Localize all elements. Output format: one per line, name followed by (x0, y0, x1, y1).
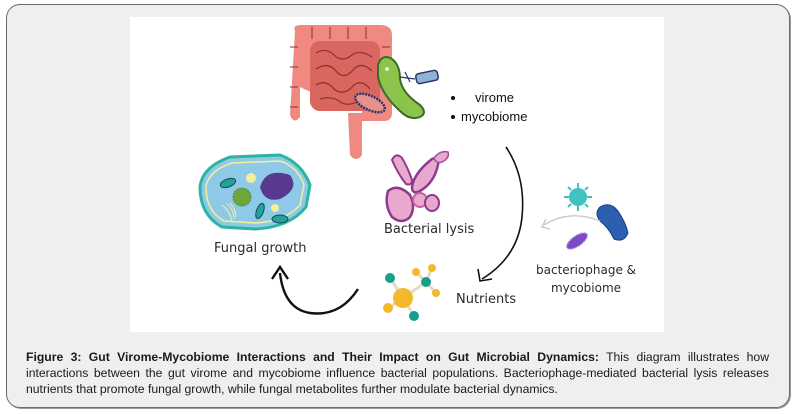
caption-body: This diagram illustrates how interaction… (26, 350, 769, 396)
legend-item-virome: virome (451, 88, 527, 107)
diagram-svg (198, 25, 629, 321)
caption-title: Figure 3: Gut Virome-Mycobiome Interacti… (26, 350, 599, 364)
bacteria-icon (566, 232, 588, 250)
bacteria-icon (596, 204, 629, 241)
fungal-cell-icon (198, 153, 312, 231)
figure-caption: Figure 3: Gut Virome-Mycobiome Interacti… (26, 349, 769, 397)
label-bacteriophage-mycobiome: bacteriophage & mycobiome (536, 261, 636, 297)
label-fungal-growth: Fungal growth (214, 241, 307, 256)
legend-label: virome (475, 90, 515, 105)
bacteria-icon (353, 92, 387, 114)
bacteriophage-icon (399, 69, 439, 85)
arrow-phage-icon (540, 215, 601, 230)
bullet-icon (451, 95, 455, 100)
label-line: bacteriophage & (536, 263, 637, 277)
lysed-bacteria-icon (385, 150, 450, 223)
intestine-icon (290, 25, 392, 159)
legend: virome mycobiome (451, 88, 527, 126)
arrow-lysis-to-nutrients-icon (477, 146, 524, 282)
label-nutrients: Nutrients (456, 292, 517, 307)
label-bacterial-lysis: Bacterial lysis (384, 222, 475, 237)
bacteria-icon (377, 56, 425, 120)
nutrient-molecule-icon (383, 264, 440, 321)
label-line: mycobiome (550, 281, 622, 295)
bullet-icon (451, 114, 455, 119)
figure-image: virome mycobiome Fungal growth Bacterial… (130, 17, 664, 332)
arrow-nutrients-to-fungal-icon (271, 264, 360, 315)
virus-icon (564, 183, 592, 211)
legend-item-mycobiome: mycobiome (451, 107, 527, 126)
legend-label: mycobiome (461, 109, 528, 124)
